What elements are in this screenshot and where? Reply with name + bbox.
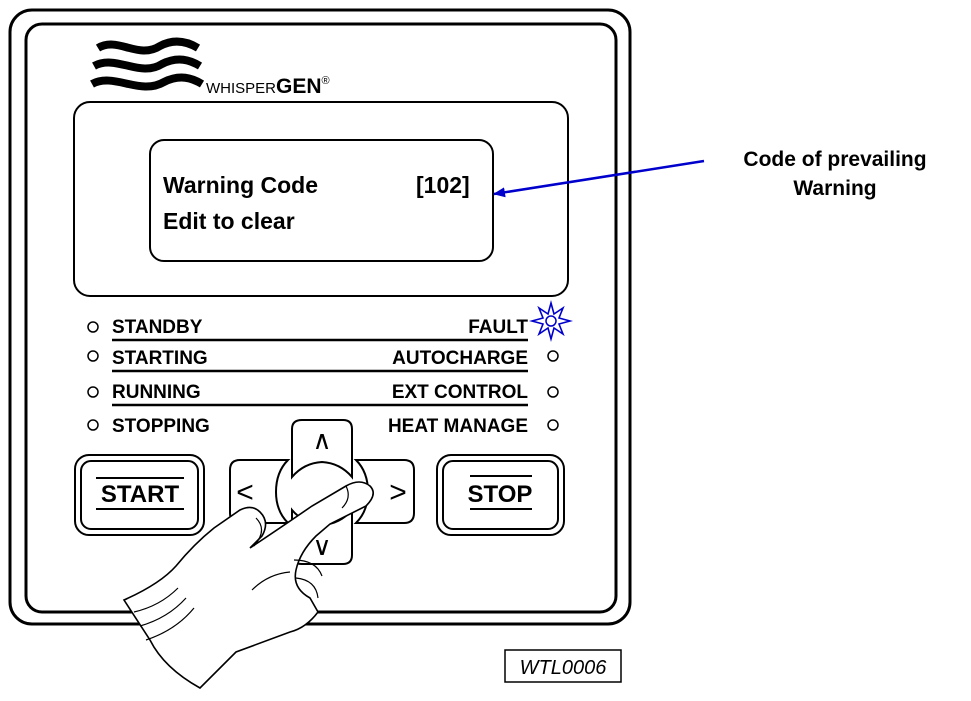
- display-line2: Edit to clear: [163, 208, 295, 234]
- stop-button-label: STOP: [468, 481, 533, 508]
- display-line1-label: Warning Code: [163, 172, 318, 198]
- panel-inner-frame: [24, 22, 618, 614]
- up-button[interactable]: ∧: [291, 419, 353, 480]
- up-arrow-icon: ∧: [312, 425, 331, 455]
- fault-led-lit: [528, 299, 574, 343]
- callout-line2: Warning: [793, 177, 876, 200]
- figure-id: WTL0006: [520, 657, 608, 679]
- start-button[interactable]: START: [74, 454, 205, 536]
- stop-button[interactable]: STOP: [436, 454, 565, 536]
- status-label-stopping: STOPPING: [112, 416, 210, 437]
- callout-line1: Code of prevailing: [743, 148, 926, 171]
- standby-led: [87, 321, 99, 333]
- stopping-led: [87, 419, 99, 431]
- hand-illustration: [122, 481, 374, 689]
- status-label-fault: FAULT: [468, 317, 528, 338]
- start-button-label: START: [101, 481, 180, 508]
- right-arrow-icon: >: [389, 476, 407, 509]
- autocharge-led: [547, 350, 559, 362]
- down-arrow-icon: ∨: [312, 531, 331, 561]
- starting-led: [87, 350, 99, 362]
- running-led: [87, 386, 99, 398]
- right-button[interactable]: >: [353, 459, 415, 524]
- figure-id-box: [504, 649, 622, 683]
- brand-name: WHISPERGEN®: [206, 75, 330, 98]
- left-arrow-icon: <: [236, 476, 254, 509]
- status-label-starting: STARTING: [112, 348, 208, 369]
- status-label-autocharge: AUTOCHARGE: [392, 348, 528, 369]
- display-warning-code: [102]: [416, 172, 470, 198]
- whispergen-logo: WHISPERGEN®: [90, 37, 330, 98]
- callout-arrow: [493, 159, 705, 198]
- display-bezel: [73, 101, 569, 297]
- lcd-screen: [149, 139, 494, 262]
- heat-manage-led: [547, 419, 559, 431]
- status-label-running: RUNNING: [112, 382, 201, 403]
- panel-outer-frame: [8, 8, 632, 626]
- left-button[interactable]: <: [229, 459, 291, 524]
- status-label-heat-manage: HEAT MANAGE: [388, 416, 528, 437]
- ext-control-led: [547, 386, 559, 398]
- status-label-standby: STANDBY: [112, 317, 203, 338]
- status-label-ext-control: EXT CONTROL: [392, 382, 529, 403]
